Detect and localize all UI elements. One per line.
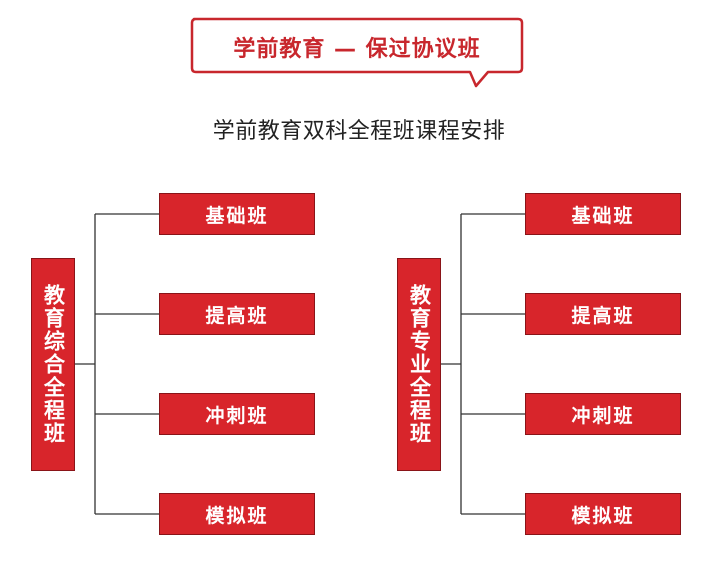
root-label-right: 教育专业全程班	[407, 284, 432, 445]
banner-bubble	[190, 17, 524, 88]
leaf-left-advanced: 提高班	[159, 293, 315, 335]
leaf-right-advanced: 提高班	[525, 293, 681, 335]
leaf-right-mock: 模拟班	[525, 493, 681, 535]
banner-title: 学前教育 — 保过协议班	[233, 37, 481, 62]
leaf-left-sprint: 冲刺班	[159, 393, 315, 435]
leaf-right-basic: 基础班	[525, 193, 681, 235]
root-box-left: 教育综合全程班	[31, 258, 75, 471]
root-label-left: 教育综合全程班	[41, 284, 66, 445]
leaf-right-sprint: 冲刺班	[525, 393, 681, 435]
leaf-left-mock: 模拟班	[159, 493, 315, 535]
leaf-left-basic: 基础班	[159, 193, 315, 235]
diagram-subtitle: 学前教育双科全程班课程安排	[212, 119, 506, 144]
root-box-right: 教育专业全程班	[397, 258, 441, 471]
